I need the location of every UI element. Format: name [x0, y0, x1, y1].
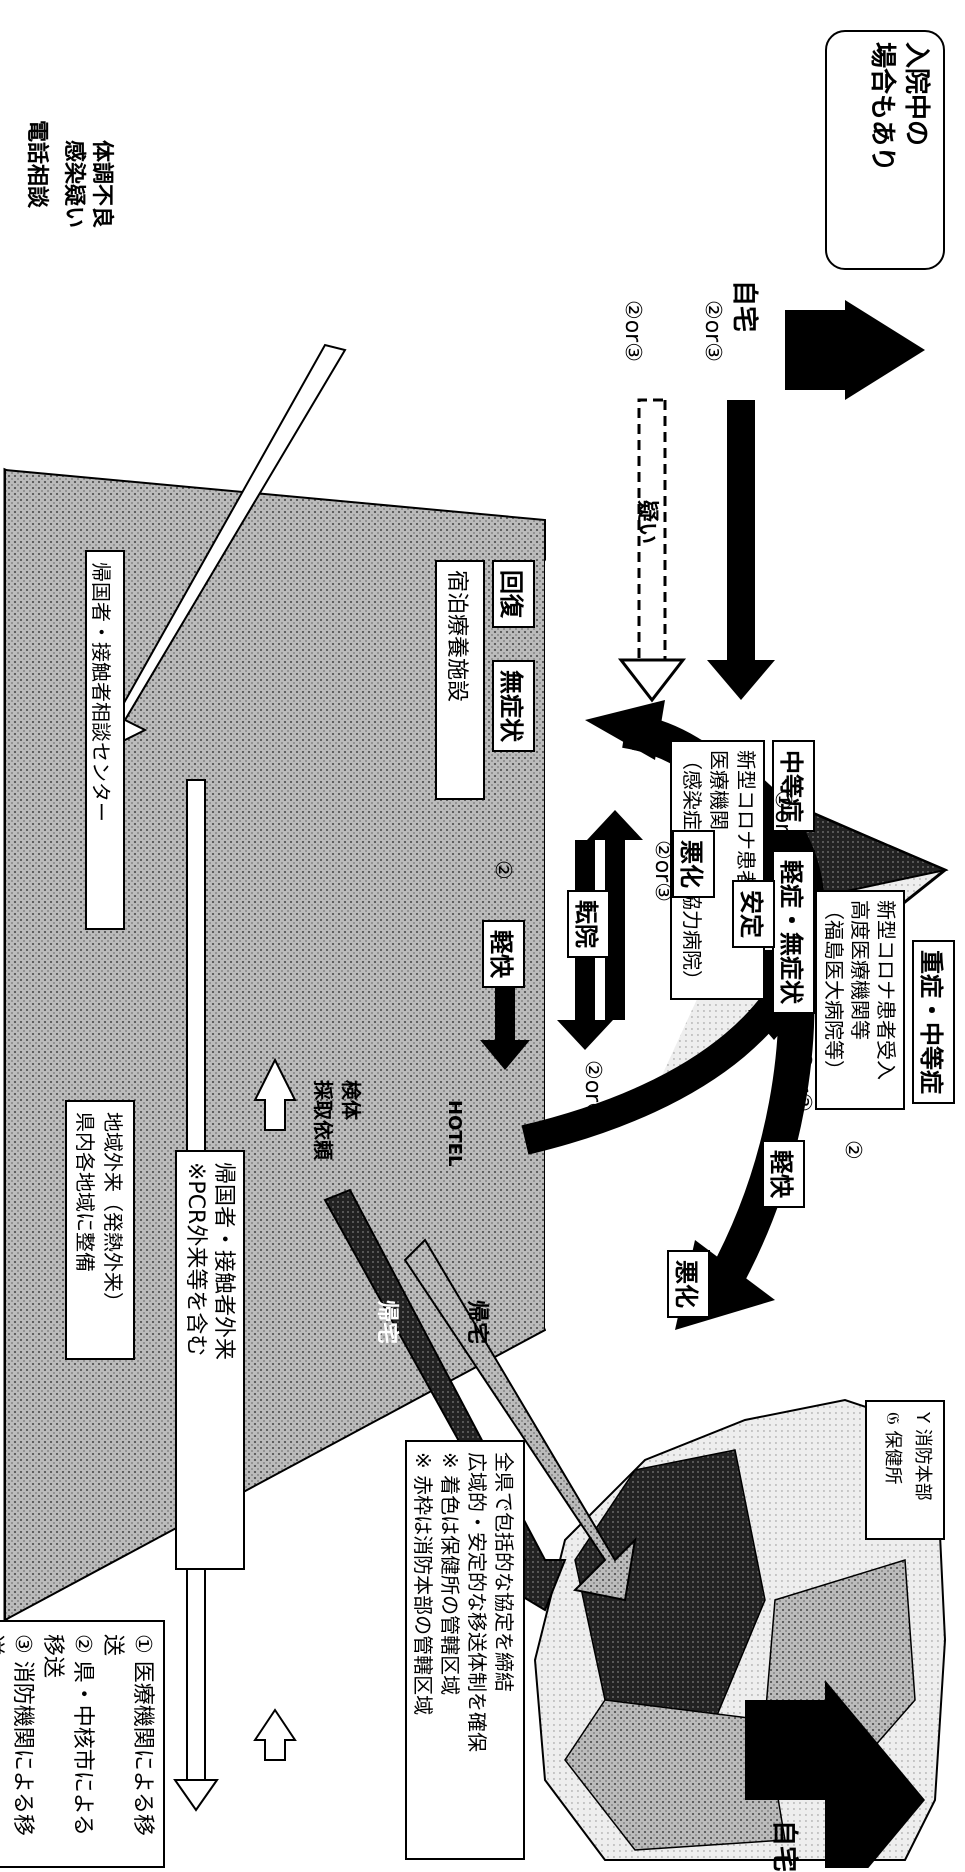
- label-worsen-mid: 悪化: [672, 830, 715, 898]
- label-stable: 安定: [732, 880, 775, 948]
- code-stable: ①or②: [790, 1050, 815, 1112]
- returnee-clinic-line2: ※PCR外来等を含む: [183, 1162, 208, 1357]
- map-legend-health: 保健所: [882, 1430, 903, 1485]
- recovery-line1: 宿泊療養施設: [444, 570, 469, 703]
- home-bottom-label: 自宅: [729, 280, 759, 333]
- recovery-tag-1: 回復: [492, 560, 535, 628]
- consult-center-label: 帰国者・接触者相談センター: [89, 562, 113, 822]
- transport-legend: ① 医療機関による移送 ② 県・中核市による移送 ③ 消防機関による移送: [0, 1620, 165, 1868]
- local-clinic-box: 地域外来（発熱外来） 県内各地域に整備: [65, 1100, 135, 1360]
- phone-consult-label: 電話相談: [24, 120, 49, 209]
- home-top-label: 自宅: [769, 1820, 799, 1872]
- patient-label-1: 体調不良: [89, 140, 114, 229]
- returnee-clinic-box: 帰国者・接触者外来 ※PCR外来等を含む: [175, 1150, 245, 1570]
- recovery-box: 宿泊療養施設: [435, 560, 485, 800]
- transport-legend-3: ③ 消防機関による移送: [0, 1634, 35, 1837]
- map-note-line4: ※ 赤枠は消防本部の管轄区域: [411, 1452, 435, 1716]
- code-left-top: ②or③: [700, 300, 725, 362]
- code-improve-top: ②: [840, 1140, 865, 1160]
- consult-center-box: 帰国者・接触者相談センター: [85, 550, 125, 930]
- code-worsen-top: ③: [710, 1290, 735, 1310]
- patient-label: 体調不良 感染疑い: [59, 140, 115, 228]
- health-center-icon: 𝔊: [882, 1412, 903, 1425]
- label-improve-top: 軽快: [762, 1140, 805, 1208]
- moderate-tag-2: 軽症・無症状: [772, 850, 815, 1014]
- transport-legend-1: ① 医療機関による移送: [100, 1634, 155, 1837]
- returnee-clinic-line1: 帰国者・接触者外来: [211, 1162, 236, 1361]
- code-improve-mid: ②: [490, 860, 515, 880]
- map-note-box: 全県で包括的な協定を締結 広域的・安定的な移送体制を確保 ※ 着色は保健所の管轄…: [405, 1440, 525, 1860]
- severe-line2: 高度医療機関等: [848, 900, 872, 1040]
- local-clinic-line2: 県内各地域に整備: [73, 1112, 97, 1272]
- label-worsen-top: 悪化: [667, 1250, 710, 1318]
- map-legend-fire: 消防本部: [912, 1428, 933, 1501]
- map-legend-box: Y 消防本部 𝔊 保健所: [865, 1400, 945, 1540]
- severe-box: 新型コロナ患者受入 高度医療機関等 （福島医大病院等）: [815, 890, 905, 1110]
- sample-request: 検体 採取依頼: [311, 1080, 363, 1160]
- map-note-line1: 全県で包括的な協定を締結: [492, 1452, 516, 1692]
- home-top-shape: [825, 1680, 925, 1868]
- map-note-line3: ※ 着色は保健所の管轄区域: [438, 1452, 462, 1696]
- code-transfer-left: ②or③: [650, 840, 675, 902]
- code-transfer-right: ②or③: [580, 1060, 605, 1122]
- fire-dept-icon: Y: [912, 1412, 933, 1423]
- code-left-bottom: ②or③: [620, 300, 645, 362]
- local-clinic-line1: 地域外来（発熱外来）: [101, 1112, 125, 1312]
- label-return-home-1: 帰宅: [464, 1300, 489, 1345]
- severe-tag: 重症・中等症: [912, 940, 955, 1104]
- arrow-return-home-1: [403, 1238, 637, 1602]
- recovery-tag-2: 無症状: [492, 660, 535, 752]
- label-improve-mid: 軽快: [482, 920, 525, 988]
- label-return-home-2: 帰宅: [374, 1300, 399, 1345]
- code-severe: ①or②: [770, 790, 795, 852]
- hospitalized-note: 入院中の 場合もあり: [825, 30, 945, 270]
- hotel-sign: HOTEL: [444, 1100, 465, 1167]
- patient-label-2: 感染疑い: [61, 140, 86, 229]
- moderate-line1: 新型コロナ患者受入: [734, 750, 758, 930]
- severe-line1: 新型コロナ患者受入: [874, 900, 898, 1080]
- label-transfer: 転院: [567, 890, 610, 958]
- home-bottom-shape: [845, 300, 925, 400]
- transport-legend-2: ② 県・中核市による移送: [40, 1634, 95, 1837]
- map-note-line2: 広域的・安定的な移送体制を確保: [465, 1452, 489, 1752]
- severe-line3: （福島医大病院等）: [822, 900, 846, 1080]
- label-suspect: 疑い: [634, 500, 659, 545]
